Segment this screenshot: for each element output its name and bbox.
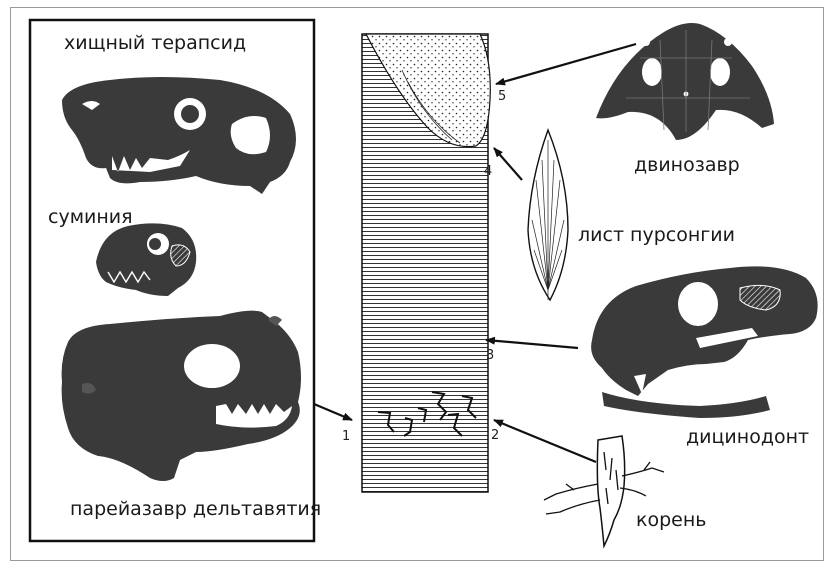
arrow-leaf-to-layer-4 — [494, 148, 522, 180]
arrow-root-to-layer-2 — [494, 420, 596, 462]
label-pareiasaur: парейазавр дельтавятия — [70, 500, 321, 519]
pareiasaur-skull-silhouette — [62, 311, 301, 481]
label-dicynodont: дицинодонт — [686, 428, 809, 447]
layer-marker-4: 4 — [484, 165, 492, 178]
label-root: корень — [636, 511, 706, 530]
arrow-pareiasaur-to-layer-1 — [314, 404, 352, 420]
suminia-skull-silhouette — [96, 223, 196, 296]
arrow-dvinosaur-to-layer-5 — [496, 44, 636, 84]
dvinosaur-skull-silhouette — [596, 23, 774, 140]
arrow-dicynodont-to-layer-3 — [486, 340, 578, 348]
layer-marker-5: 5 — [498, 90, 506, 103]
layer-marker-1: 1 — [342, 430, 350, 443]
therapsid-skull-silhouette — [62, 77, 296, 194]
label-pursongia-leaf: лист пурсонгии — [578, 226, 735, 245]
label-suminia: суминия — [48, 208, 133, 227]
pursongia-leaf-drawing — [528, 130, 568, 300]
label-dvinosaur: двинозавр — [634, 156, 740, 175]
stratigraphic-column — [362, 34, 490, 492]
layer-marker-3: 3 — [486, 349, 494, 362]
label-predatory-therapsid: хищный терапсид — [64, 34, 246, 53]
dicynodont-skull-silhouette — [591, 266, 818, 418]
layer-marker-2: 2 — [491, 429, 499, 442]
